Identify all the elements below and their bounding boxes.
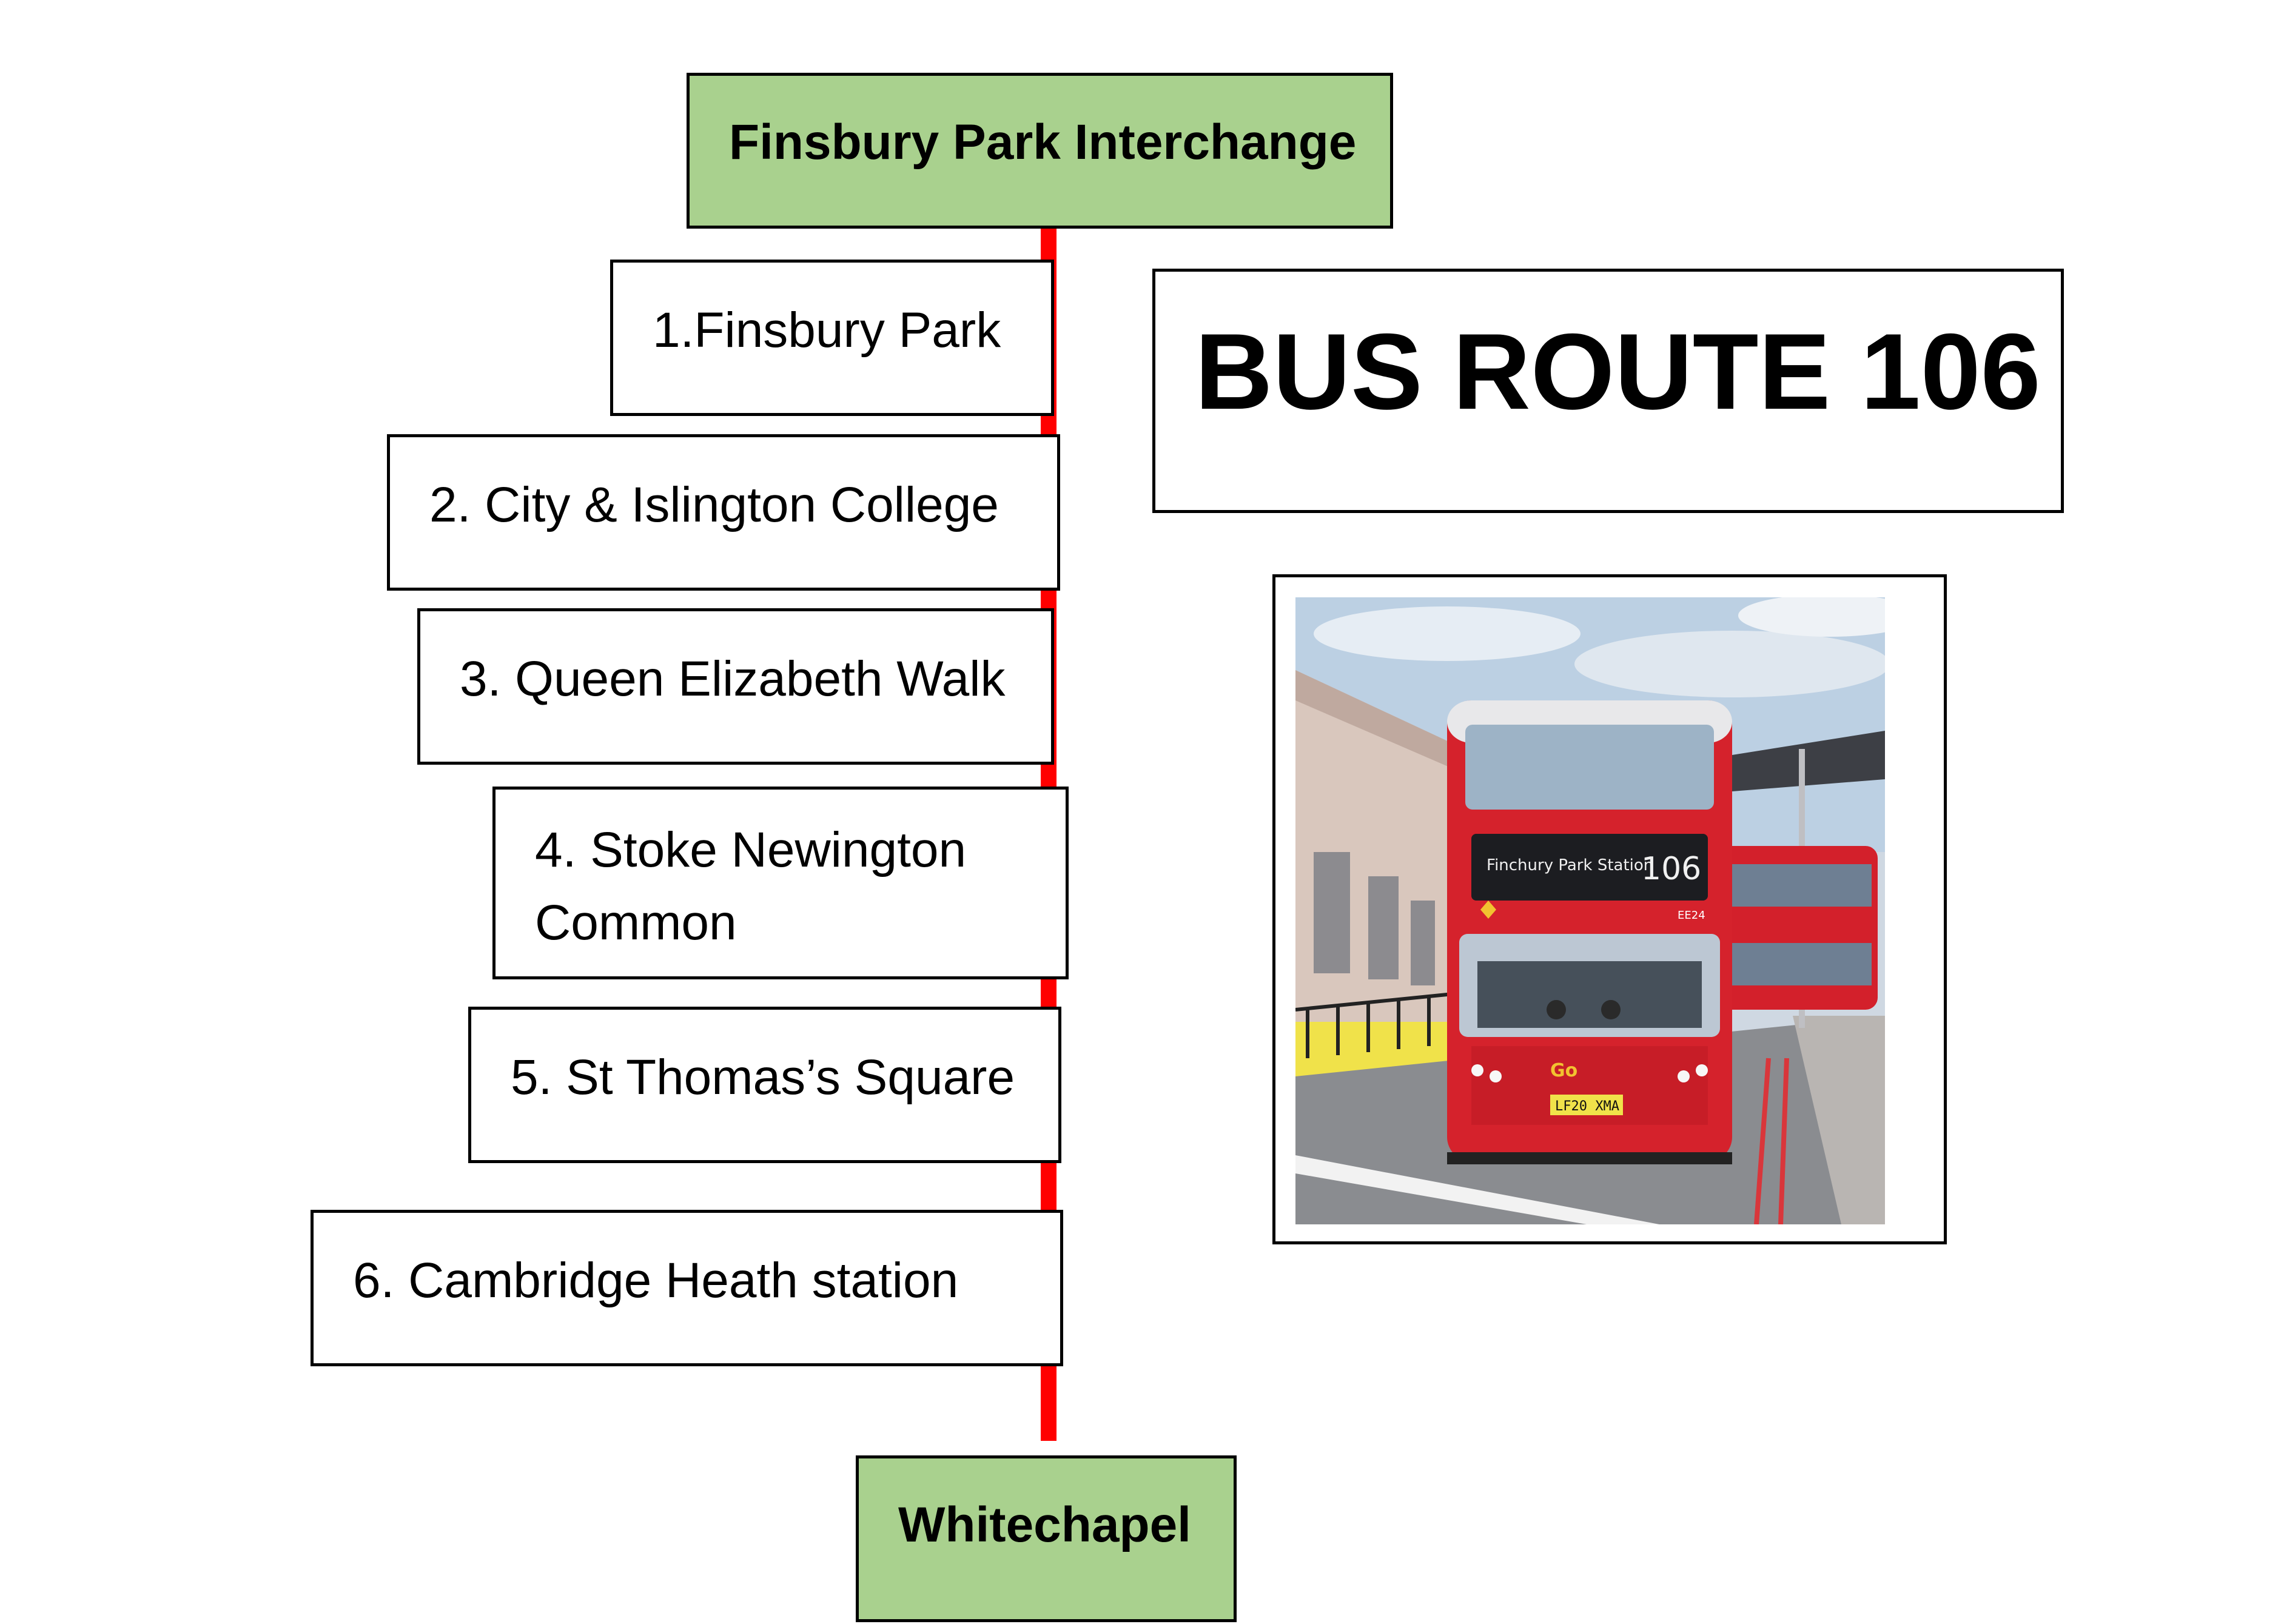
- bus-operator-logo: Go: [1550, 1060, 1577, 1081]
- bus-photo: Finchury Park Station 106 EE24 Go LF20 X…: [1295, 597, 1885, 1224]
- route-start-label: Finsbury Park Interchange: [729, 115, 1357, 170]
- bus-number-plate: LF20 XMA: [1555, 1099, 1619, 1114]
- bus-destination-text: Finchury Park Station: [1487, 856, 1653, 874]
- stop-label: 6. Cambridge Heath station: [353, 1253, 959, 1308]
- stop-box-3: 3. Queen Elizabeth Walk: [417, 608, 1054, 765]
- stop-label: 4. Stoke Newington Common: [535, 822, 967, 950]
- stop-box-1: 1.Finsbury Park: [610, 260, 1054, 416]
- bus-route-number: 106: [1641, 851, 1701, 887]
- stop-label: 2. City & Islington College: [429, 477, 999, 532]
- stop-label: 3. Queen Elizabeth Walk: [460, 651, 1006, 706]
- stop-box-2: 2. City & Islington College: [387, 434, 1060, 591]
- page-title: BUS ROUTE 106: [1195, 311, 2041, 432]
- route-start-box: Finsbury Park Interchange: [687, 73, 1393, 229]
- route-end-label: Whitechapel: [898, 1497, 1191, 1552]
- title-box: BUS ROUTE 106: [1152, 269, 2064, 513]
- route-end-box: Whitechapel: [856, 1455, 1237, 1622]
- stop-box-4: 4. Stoke Newington Common: [492, 787, 1069, 979]
- stop-box-6: 6. Cambridge Heath station: [311, 1210, 1063, 1366]
- bus-fleet-number: EE24: [1678, 909, 1705, 922]
- stop-label: 1.Finsbury Park: [653, 303, 1001, 358]
- bus-photo-frame: Finchury Park Station 106 EE24 Go LF20 X…: [1272, 574, 1947, 1244]
- stop-box-5: 5. St Thomas’s Square: [468, 1007, 1061, 1163]
- stop-label: 5. St Thomas’s Square: [511, 1050, 1015, 1105]
